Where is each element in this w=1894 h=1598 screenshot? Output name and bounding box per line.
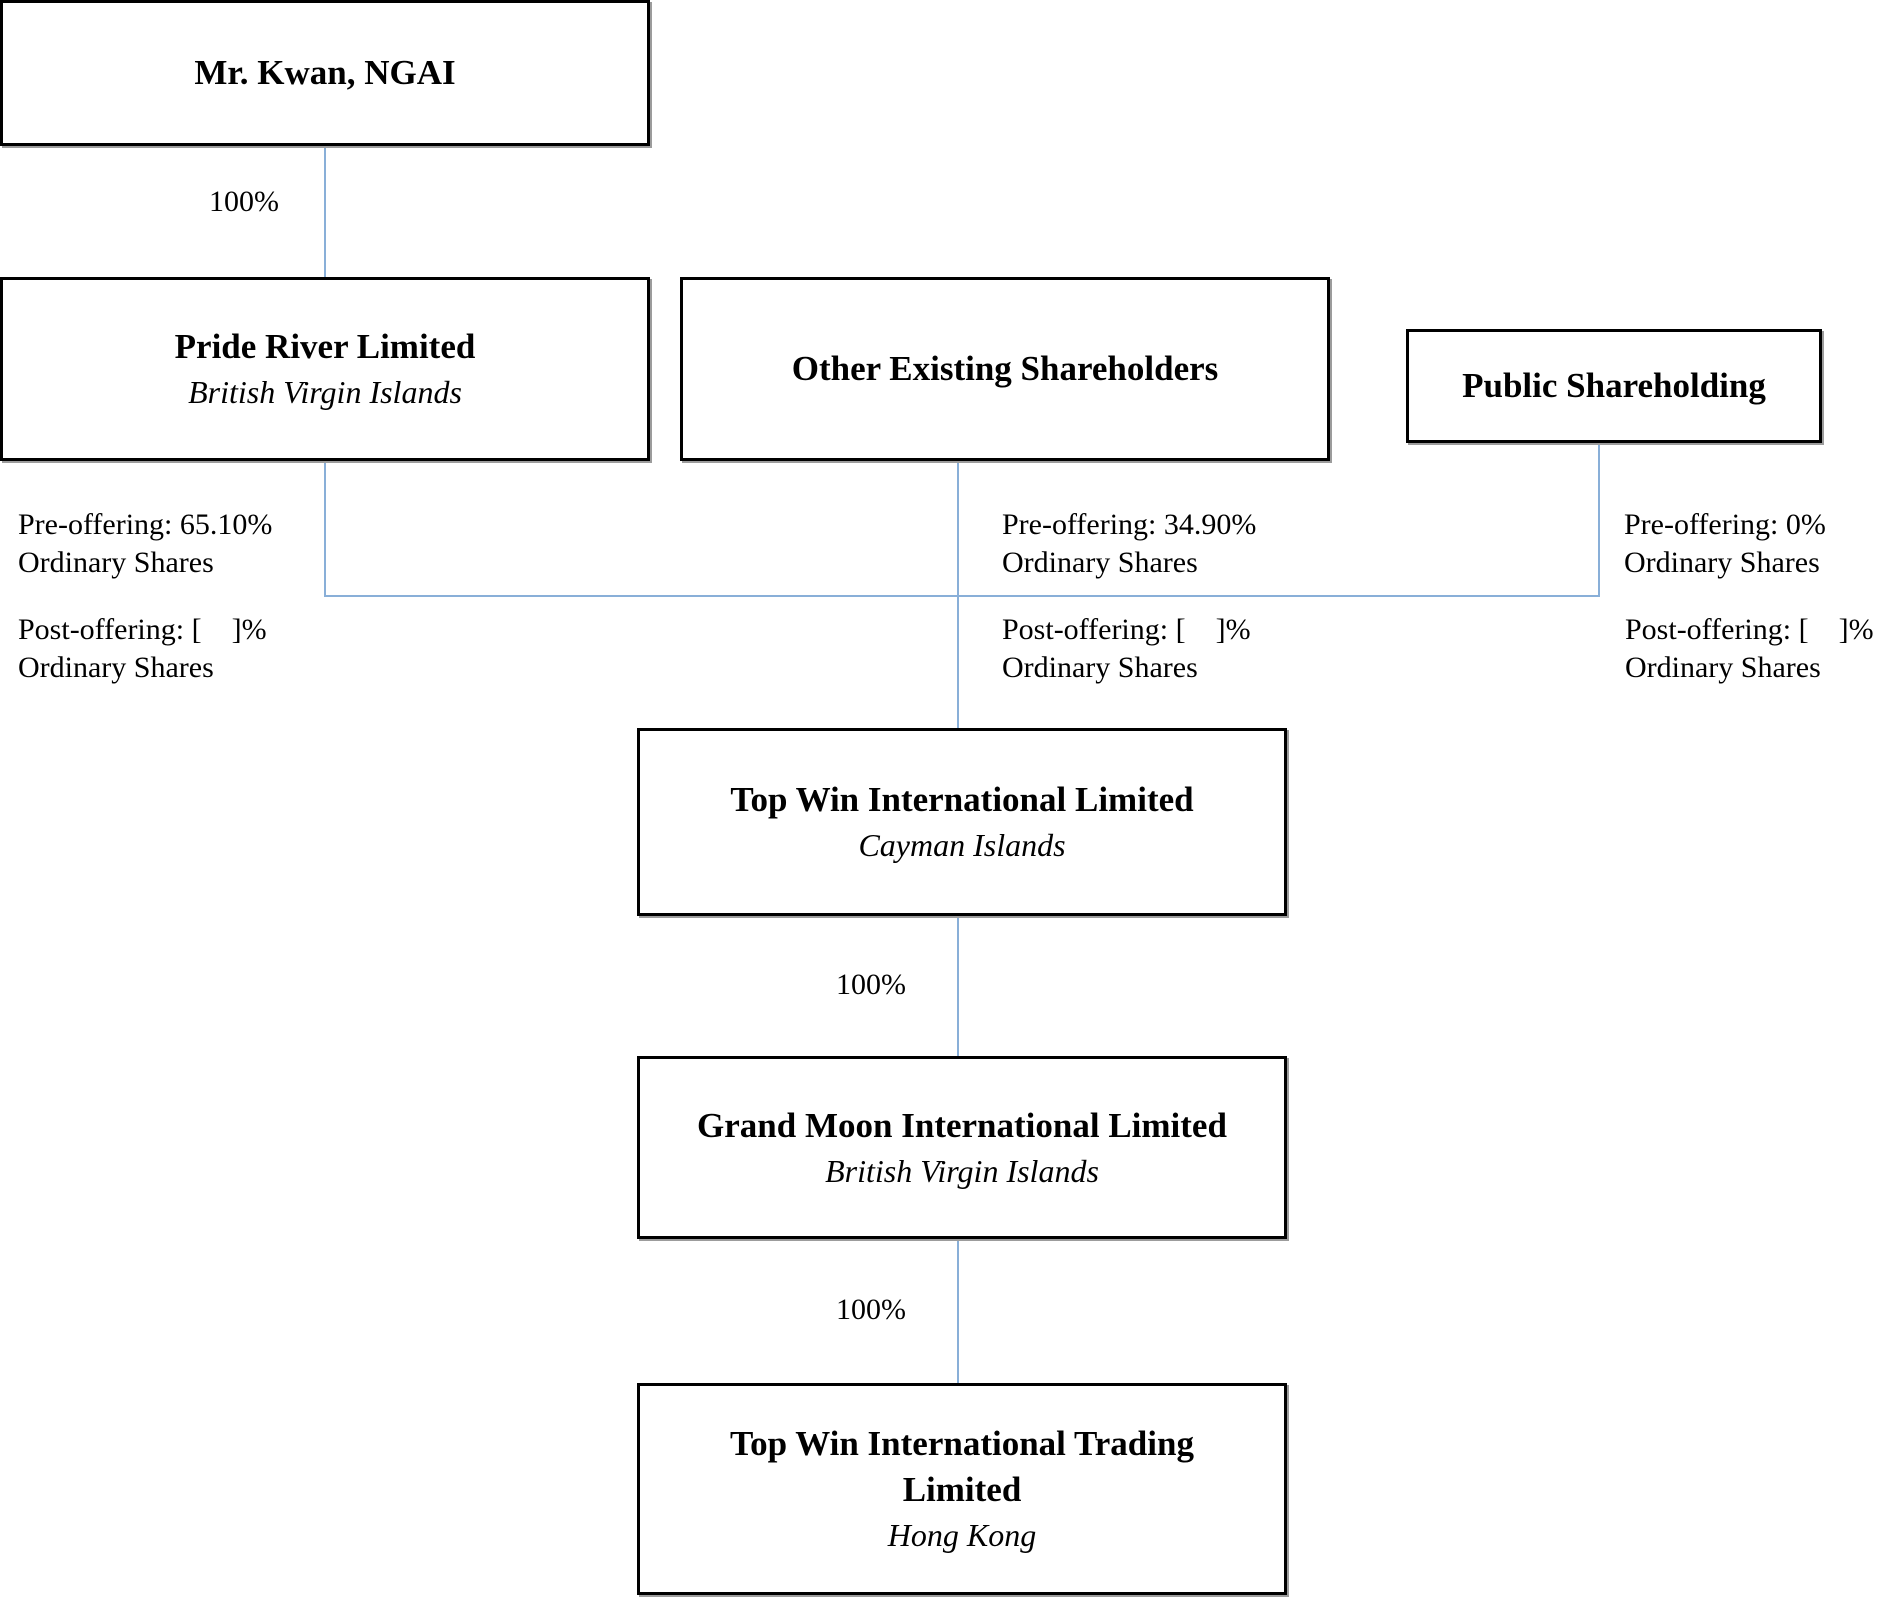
node-grand-moon: Grand Moon International Limited British… bbox=[637, 1056, 1287, 1239]
node-pride-river: Pride River Limited British Virgin Islan… bbox=[0, 277, 650, 461]
node-top-win-international-jurisdiction: Cayman Islands bbox=[858, 827, 1066, 863]
label-other-existing-post-offering: Post-offering: [ ]% Ordinary Shares bbox=[1002, 613, 1251, 684]
node-public-shareholding: Public Shareholding bbox=[1406, 329, 1822, 443]
edge-topwin-to-grandmoon-line bbox=[957, 916, 959, 1056]
edge-label-topwin-grandmoon: 100% bbox=[836, 968, 906, 1001]
edge-other-existing-to-topwin-line bbox=[957, 461, 959, 728]
label-public-shareholding-post-offering: Post-offering: [ ]% Ordinary Shares bbox=[1625, 613, 1874, 684]
node-top-win-trading-title: Top Win International Trading Limited bbox=[730, 1424, 1194, 1509]
node-mr-kwan-title: Mr. Kwan, NGAI bbox=[194, 53, 456, 92]
edge-pride-to-holdco-line bbox=[324, 461, 326, 597]
label-pride-river-pre-offering: Pre-offering: 65.10% Ordinary Shares bbox=[18, 508, 273, 579]
node-other-existing-shareholders-title: Other Existing Shareholders bbox=[791, 349, 1219, 388]
node-pride-river-title: Pride River Limited bbox=[174, 327, 476, 366]
node-other-existing-shareholders: Other Existing Shareholders bbox=[680, 277, 1330, 461]
node-top-win-international: Top Win International Limited Cayman Isl… bbox=[637, 728, 1287, 916]
node-mr-kwan: Mr. Kwan, NGAI bbox=[0, 0, 650, 146]
label-public-shareholding-pre-offering: Pre-offering: 0% Ordinary Shares bbox=[1624, 508, 1826, 579]
edge-public-to-holdco-line bbox=[1598, 443, 1600, 597]
node-public-shareholding-title: Public Shareholding bbox=[1462, 366, 1766, 405]
edge-label-grandmoon-trading: 100% bbox=[836, 1293, 906, 1326]
node-top-win-international-title: Top Win International Limited bbox=[730, 780, 1194, 819]
edge-shareholders-horizontal-line bbox=[324, 595, 1600, 597]
label-other-existing-pre-offering: Pre-offering: 34.90% Ordinary Shares bbox=[1002, 508, 1257, 579]
node-grand-moon-jurisdiction: British Virgin Islands bbox=[825, 1152, 1099, 1189]
node-pride-river-jurisdiction: British Virgin Islands bbox=[188, 374, 462, 410]
edge-kwan-to-pride-line bbox=[324, 146, 326, 277]
label-pride-river-post-offering: Post-offering: [ ]% Ordinary Shares bbox=[18, 613, 267, 684]
node-top-win-trading: Top Win International Trading Limited Ho… bbox=[637, 1383, 1287, 1595]
edge-label-kwan-pride: 100% bbox=[209, 185, 279, 218]
edge-grandmoon-to-trading-line bbox=[957, 1239, 959, 1383]
node-grand-moon-title: Grand Moon International Limited bbox=[697, 1105, 1227, 1145]
node-top-win-trading-jurisdiction: Hong Kong bbox=[887, 1517, 1037, 1553]
